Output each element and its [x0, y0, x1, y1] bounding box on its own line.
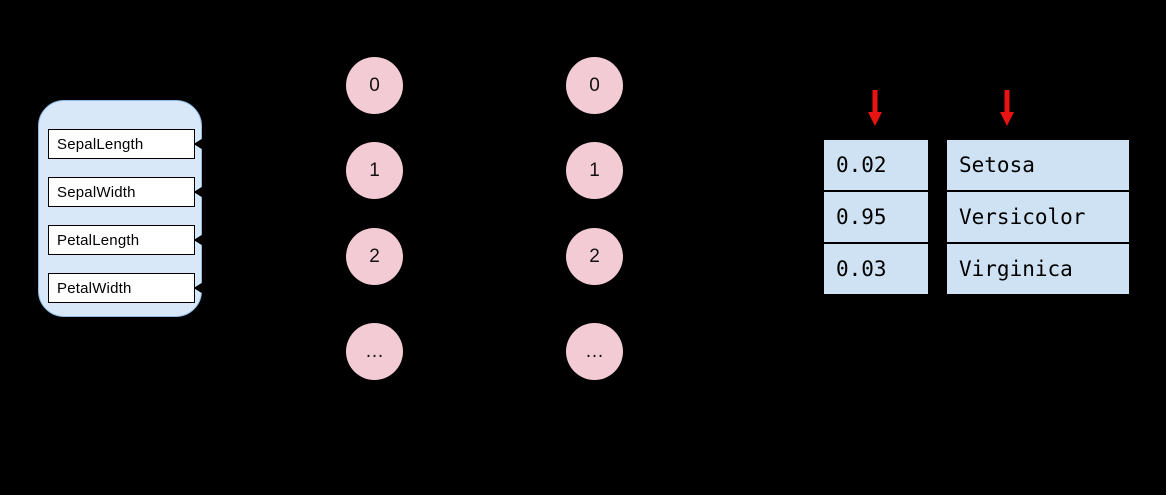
down-arrow-icon: [1000, 90, 1014, 126]
class-cell: Virginica: [945, 242, 1131, 296]
probability-value: 0.03: [836, 257, 887, 281]
feature-box-petal-width: PetalWidth: [48, 273, 195, 303]
hidden2-node-2: 2: [566, 228, 623, 285]
hidden1-node-2: 2: [346, 228, 403, 285]
probability-cell: 0.02: [822, 138, 930, 192]
edge-arrowheads-icon: [194, 181, 211, 203]
node-label: 0: [589, 74, 600, 96]
hidden2-node-1: 1: [566, 142, 623, 199]
hidden1-node-0: 0: [346, 57, 403, 114]
feature-box-sepal-length: SepalLength: [48, 129, 195, 159]
feature-label: SepalLength: [57, 135, 144, 153]
edge-arrowheads-icon: [194, 133, 211, 155]
hidden1-node-1: 1: [346, 142, 403, 199]
class-label: Versicolor: [959, 205, 1086, 229]
feature-label: PetalWidth: [57, 279, 132, 297]
edge-arrowheads-icon: [194, 229, 211, 251]
input-features-panel: SepalLength SepalWidth PetalLength Petal…: [38, 100, 211, 317]
down-arrow-icon: [868, 90, 882, 126]
hidden2-node-0: 0: [566, 57, 623, 114]
class-cell: Versicolor: [945, 190, 1131, 244]
hidden2-node-ellipsis: …: [566, 323, 623, 380]
class-label: Setosa: [959, 153, 1035, 177]
node-label: 0: [369, 74, 380, 96]
edge-arrowheads-icon: [194, 277, 211, 299]
probability-value: 0.02: [836, 153, 887, 177]
class-label: Virginica: [959, 257, 1073, 281]
feature-box-petal-length: PetalLength: [48, 225, 195, 255]
node-label: 2: [589, 245, 600, 267]
class-cell: Setosa: [945, 138, 1131, 192]
node-label: 2: [369, 245, 380, 267]
hidden1-node-ellipsis: …: [346, 323, 403, 380]
feature-label: PetalLength: [57, 231, 140, 249]
probability-cell: 0.95: [822, 190, 930, 244]
feature-label: SepalWidth: [57, 183, 136, 201]
node-label: …: [585, 340, 604, 362]
node-label: 1: [589, 159, 600, 181]
probability-value: 0.95: [836, 205, 887, 229]
class-labels-table: Setosa Versicolor Virginica: [945, 138, 1131, 296]
probability-cell: 0.03: [822, 242, 930, 296]
node-label: …: [365, 340, 384, 362]
node-label: 1: [369, 159, 380, 181]
feature-box-sepal-width: SepalWidth: [48, 177, 195, 207]
probabilities-table: 0.02 0.95 0.03: [822, 138, 930, 296]
